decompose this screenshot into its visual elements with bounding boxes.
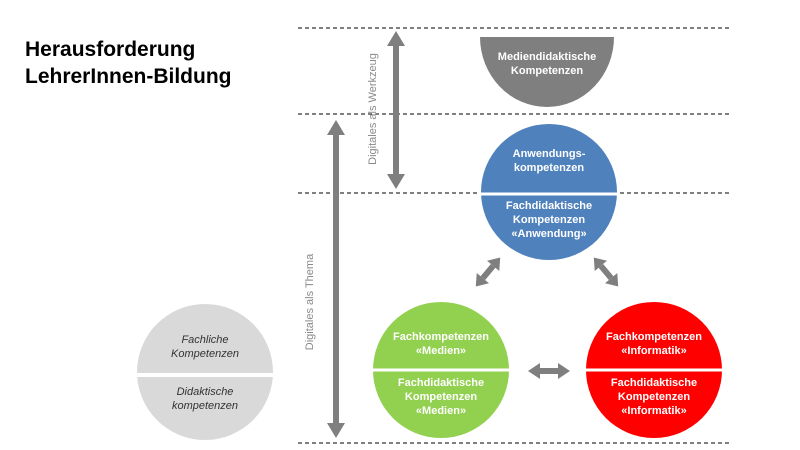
- fachlich-bottom-line-1: Didaktische: [176, 386, 234, 398]
- mediendidaktik-label: Mediendidaktische Kompetenzen: [498, 50, 596, 78]
- mediendidaktik-half-circle: [480, 37, 614, 107]
- thema-double-arrow: [327, 120, 345, 438]
- mediendidaktik-line-1: Mediendidaktische: [497, 51, 597, 63]
- medien-circle: [371, 302, 511, 438]
- informatik-bottom-line-3: «Informatik»: [621, 405, 687, 417]
- fachlich-top-line-2: Kompetenzen: [171, 348, 239, 360]
- anwendung-top-label: Anwendungs- kompetenzen: [513, 147, 586, 175]
- werkzeug-double-arrow: [387, 31, 405, 189]
- anwendung-bottom-line-3: «Anwendung»: [511, 228, 587, 240]
- informatik-top-line-2: «Informatik»: [621, 345, 687, 357]
- anwendung-top-line-2: kompetenzen: [513, 162, 585, 174]
- informatik-bottom-line-2: Kompetenzen: [617, 391, 691, 403]
- medien-bottom-label: Fachdidaktische Kompetenzen «Medien»: [398, 376, 484, 418]
- fachlich-bottom-label: Didaktische kompetenzen: [172, 385, 238, 413]
- medien-bottom-line-1: Fachdidaktische: [397, 377, 485, 389]
- medien-top-line-2: «Medien»: [415, 345, 467, 357]
- fachlich-top-label: Fachliche Kompetenzen: [171, 333, 239, 361]
- anwendung-informatik-arrow: [593, 257, 619, 287]
- anwendung-circle: [479, 124, 619, 260]
- informatik-top-label: Fachkompetenzen «Informatik»: [606, 330, 702, 358]
- page-title-line-2: LehrerInnen-Bildung: [25, 65, 232, 88]
- werkzeug-axis-label: Digitales als Werkzeug: [367, 53, 379, 165]
- medien-bottom-line-2: Kompetenzen: [404, 391, 478, 403]
- informatik-bottom-line-1: Fachdidaktische: [610, 377, 698, 389]
- informatik-circle: [584, 302, 724, 438]
- fachlich-bottom-line-2: kompetenzen: [171, 400, 239, 412]
- anwendung-medien-arrow: [475, 257, 501, 287]
- anwendung-bottom-line-2: Kompetenzen: [512, 214, 586, 226]
- informatik-top-line-1: Fachkompetenzen: [606, 331, 702, 343]
- medien-top-label: Fachkompetenzen «Medien»: [393, 330, 489, 358]
- anwendung-bottom-line-1: Fachdidaktische: [505, 200, 593, 212]
- fachlich-top-line-1: Fachliche: [181, 334, 229, 346]
- mediendidaktik-line-2: Kompetenzen: [510, 65, 584, 77]
- medien-informatik-arrow: [528, 363, 570, 379]
- page-title-line-1: Herausforderung: [25, 38, 196, 61]
- anwendung-bottom-label: Fachdidaktische Kompetenzen «Anwendung»: [506, 199, 592, 241]
- informatik-bottom-label: Fachdidaktische Kompetenzen «Informatik»: [611, 376, 697, 418]
- anwendung-top-line-1: Anwendungs-: [512, 148, 586, 160]
- medien-top-line-1: Fachkompetenzen: [393, 331, 489, 343]
- thema-axis-label: Digitales als Thema: [304, 253, 316, 351]
- fachlich-circle: [135, 304, 275, 440]
- medien-bottom-line-3: «Medien»: [415, 405, 467, 417]
